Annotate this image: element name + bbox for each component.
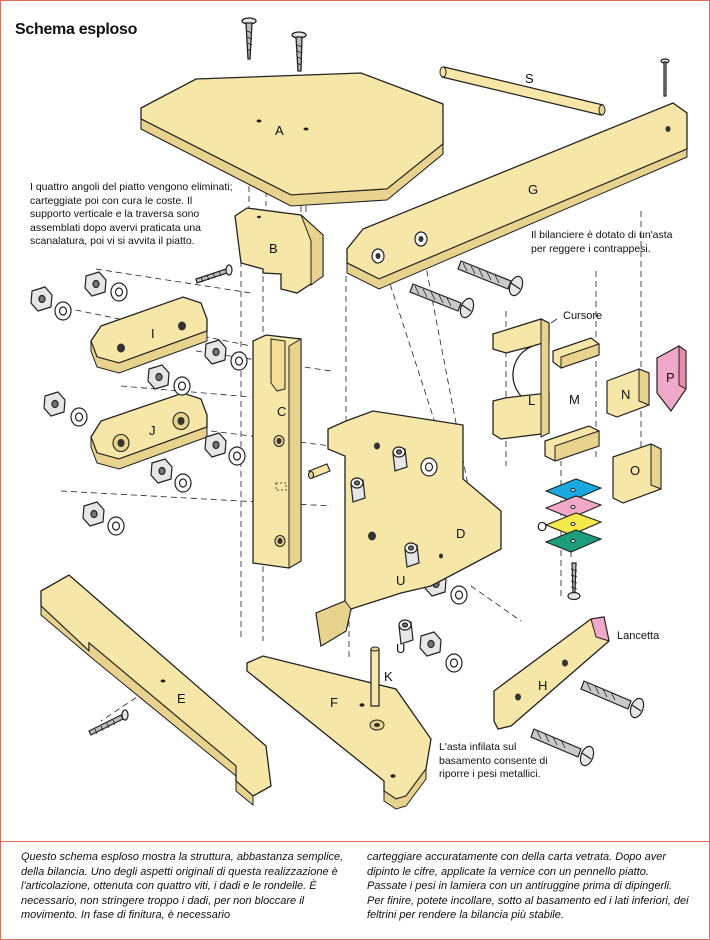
caption-column-2: carteggiare accuratamente con della cart… — [367, 851, 689, 921]
nut-icon — [30, 286, 53, 312]
part-p-pointer — [656, 345, 687, 413]
label-part-n: N — [621, 387, 630, 402]
part-h-arm — [493, 616, 610, 730]
label-part-o-2: O — [537, 519, 547, 534]
part-i-arm — [90, 296, 208, 374]
spacer-icon — [350, 477, 366, 503]
part-b-block — [234, 207, 324, 294]
part-d-plate — [315, 410, 502, 648]
bolt-icon — [457, 260, 524, 297]
label-part-u-1: U — [396, 573, 405, 588]
label-part-k: K — [384, 669, 393, 684]
label-part-g: G — [528, 182, 538, 197]
label-part-m: M — [569, 392, 580, 407]
washer-icon — [445, 653, 463, 673]
label-part-d: D — [456, 526, 465, 541]
bolt-icon — [530, 728, 595, 767]
washer-icon — [228, 446, 246, 466]
spacer-icon — [404, 542, 420, 568]
exploded-diagram: A S — [30, 17, 688, 810]
nail-icon — [241, 17, 257, 60]
caption-column-1: Questo schema esploso mostra la struttur… — [21, 851, 344, 921]
nut-icon — [419, 631, 442, 657]
part-n-block — [606, 368, 650, 418]
washer-icon — [110, 282, 128, 302]
washer-icon — [420, 457, 438, 477]
washer-icon — [54, 301, 72, 321]
spacers — [350, 446, 438, 645]
label-part-a: A — [275, 123, 284, 138]
note-asta: L'asta infilata sul basamento consente d… — [439, 741, 548, 780]
screw-icon — [567, 562, 581, 601]
label-lancetta: Lancetta — [617, 630, 660, 642]
label-part-b: B — [269, 241, 278, 256]
part-small-block — [544, 425, 600, 462]
washer-icon — [450, 585, 468, 605]
label-cursore: Cursore — [563, 310, 602, 322]
part-f-base — [246, 655, 432, 810]
part-c-upright — [252, 334, 302, 569]
bolt-icon — [409, 283, 475, 319]
label-part-f: F — [330, 695, 338, 710]
part-g-beam — [346, 102, 688, 290]
washer-icon — [173, 376, 191, 396]
page-title: Schema esploso — [15, 21, 138, 38]
washer-icon — [174, 473, 192, 493]
label-part-s: S — [525, 71, 534, 86]
label-part-h: H — [538, 678, 547, 693]
washer-icon — [107, 516, 125, 536]
label-part-l: L — [528, 393, 535, 408]
part-o-plate — [612, 443, 662, 504]
spacer-icon — [392, 446, 408, 472]
label-part-p: P — [666, 370, 675, 385]
nail-icon — [291, 31, 307, 72]
dowel-icon — [307, 463, 331, 480]
part-s-rod — [439, 66, 606, 116]
assembly-guides — [55, 96, 642, 722]
label-part-e: E — [177, 691, 186, 706]
nut-icon — [204, 339, 227, 365]
nut-icon — [43, 391, 66, 417]
note-bilanciere: Il bilanciere è dotato di un'asta per re… — [531, 229, 673, 255]
nut-icon — [82, 501, 105, 527]
metal-weights — [544, 478, 603, 553]
label-part-j: J — [149, 423, 156, 438]
label-part-u-2: U — [396, 641, 405, 656]
nut-icon — [84, 271, 107, 297]
caption: Questo schema esploso mostra la struttur… — [1, 841, 709, 939]
part-a-platform — [140, 72, 444, 207]
label-part-i: I — [151, 326, 155, 341]
bolt-icon — [580, 680, 645, 719]
label-part-c: C — [277, 404, 286, 419]
part-m-block — [552, 337, 600, 369]
nut-icon — [147, 364, 170, 390]
label-part-o-1: O — [630, 463, 640, 478]
part-l-cursor — [492, 318, 550, 440]
nail-icon — [660, 58, 670, 97]
part-k-rod — [370, 646, 380, 707]
washer-icon — [70, 407, 88, 427]
part-e-rail — [40, 574, 272, 807]
nut-icon — [204, 432, 227, 458]
washer-icon — [230, 351, 248, 371]
spacer-icon — [398, 619, 414, 645]
nut-icon — [150, 458, 173, 484]
screw-icon — [195, 264, 233, 284]
note-top-left: I quattro angoli del piatto vengono elim… — [30, 181, 233, 247]
screw-icon — [88, 709, 129, 736]
part-j-arm — [90, 392, 208, 470]
